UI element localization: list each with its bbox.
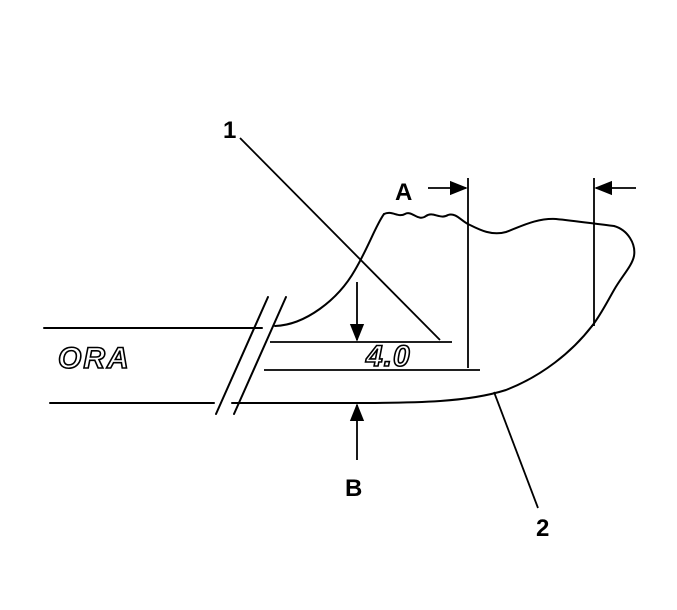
ora-emblem: ORA [57,341,131,376]
displacement-emblem: 4.0 [364,339,411,374]
panel-rear-sweep [231,325,593,404]
break-line-left [215,296,269,415]
callout-label-2: 2 [536,515,549,542]
break-line-right [233,296,287,415]
callout-1-leader [239,137,441,341]
callout-2-leader [493,391,539,509]
panel-upper-edge-right [274,213,385,327]
displacement-emblem-text: 4.0 [365,340,411,373]
callout-label-1: 1 [223,117,236,144]
callout-label-a: A [395,179,412,206]
callout-label-b: B [345,475,362,502]
ora-emblem-text: ORA [58,342,131,375]
panel-torn-edge [383,211,636,327]
